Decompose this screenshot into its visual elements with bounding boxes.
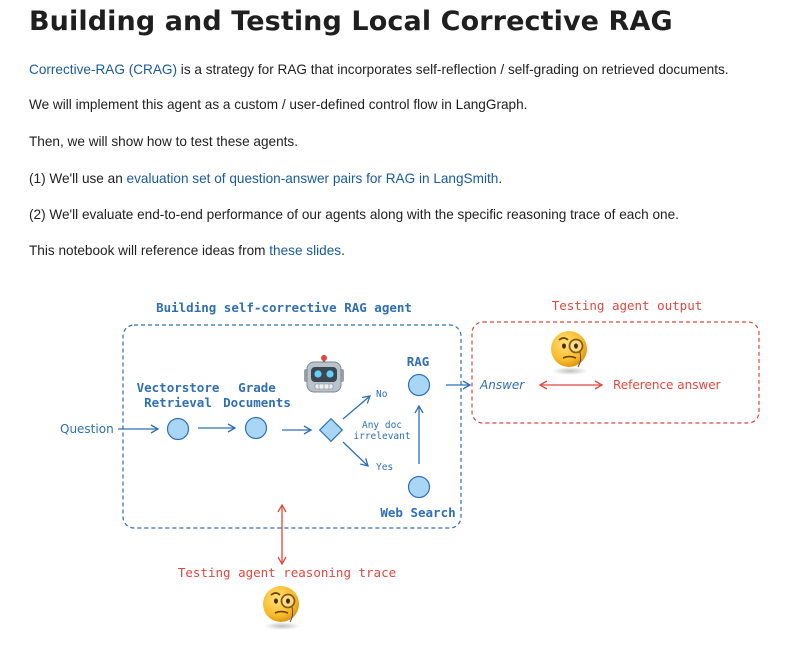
- answer-label: Answer: [479, 378, 525, 392]
- paragraph-langgraph: We will implement this agent as a custom…: [29, 97, 528, 112]
- paragraph-end-to-end: (2) We'll evaluate end-to-end performanc…: [29, 207, 679, 222]
- paragraph-crag-intro: Corrective-RAG (CRAG) is a strategy for …: [29, 61, 729, 79]
- grade-node: [244, 416, 268, 440]
- web-search-label: Web Search: [380, 505, 455, 520]
- decision-diamond: [318, 417, 344, 443]
- testing-trace-title: Testing agent reasoning trace: [178, 565, 396, 580]
- crag-link[interactable]: Corrective-RAG (CRAG): [29, 62, 178, 77]
- crag-intro-text: is a strategy for RAG that incorporates …: [177, 62, 729, 77]
- eval-set-link[interactable]: evaluation set of question-answer pairs …: [126, 171, 499, 186]
- rag-node: [407, 373, 431, 397]
- robot-icon: [304, 355, 344, 393]
- eval-set-suffix: .: [498, 171, 503, 186]
- web-search-node: [407, 475, 431, 499]
- paragraph-testing: Then, we will show how to test these age…: [29, 134, 298, 149]
- testing-output-title: Testing agent output: [552, 298, 703, 313]
- monocle-face-icon: [263, 586, 300, 630]
- no-label: No: [376, 389, 388, 400]
- yes-label: Yes: [376, 462, 393, 473]
- rag-label: RAG: [407, 354, 430, 369]
- decision-yes-arrow: [342, 441, 369, 467]
- reference-answer-label: Reference answer: [613, 378, 721, 392]
- question-label: Question: [60, 422, 114, 436]
- decision-no-arrow: [342, 395, 371, 420]
- grade-label-2: Documents: [223, 395, 291, 410]
- slides-suffix: .: [341, 243, 345, 258]
- paragraph-eval-set: (1) We'll use an evaluation set of quest…: [29, 170, 502, 188]
- testing-output-box: [471, 321, 760, 424]
- crag-diagram: Building self-corrective RAG agent Testi…: [60, 298, 760, 630]
- vectorstore-label-1: Vectorstore: [137, 380, 220, 395]
- grade-label-1: Grade: [238, 380, 276, 395]
- monocle-face-icon: [551, 331, 588, 375]
- page-title: Building and Testing Local Corrective RA…: [29, 6, 673, 37]
- agent-box-title: Building self-corrective RAG agent: [156, 300, 412, 315]
- vectorstore-label-2: Retrieval: [144, 395, 212, 410]
- agent-box: [122, 324, 462, 529]
- eval-set-prefix: (1) We'll use an: [29, 171, 127, 186]
- slides-prefix: This notebook will reference ideas from: [29, 243, 270, 258]
- slides-link[interactable]: these slides: [269, 243, 342, 258]
- decision-label-1: Any doc: [362, 420, 402, 431]
- vectorstore-node: [166, 417, 190, 441]
- paragraph-slides: This notebook will reference ideas from …: [29, 242, 345, 260]
- decision-label-2: irrelevant: [353, 431, 410, 442]
